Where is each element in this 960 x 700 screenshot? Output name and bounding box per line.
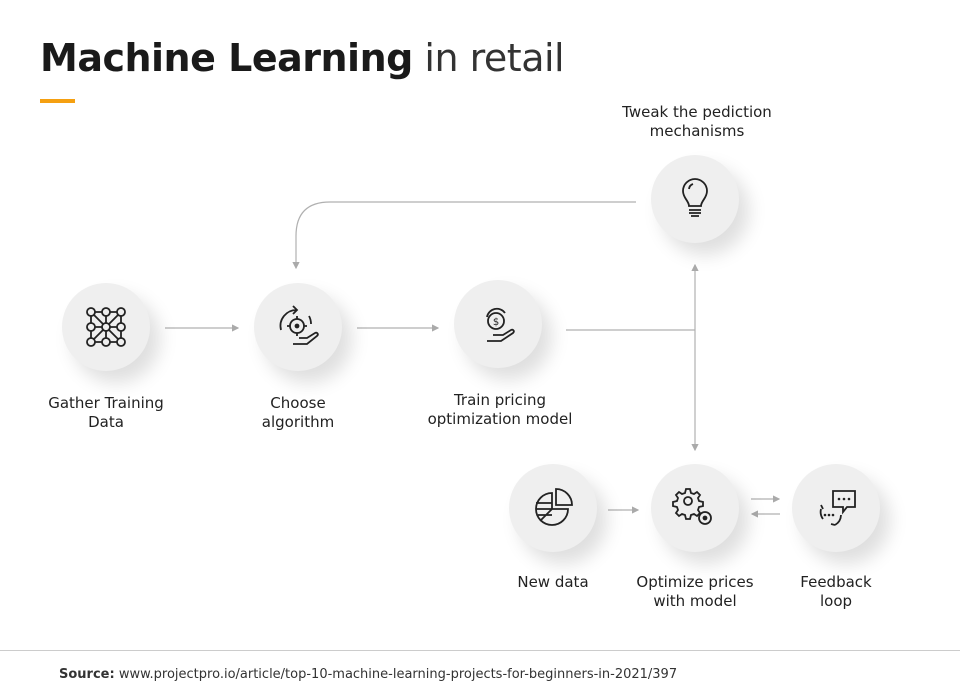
network-grid-icon [86, 307, 126, 347]
lightbulb-icon [682, 178, 708, 217]
page-title: Machine Learning in retail [40, 36, 565, 80]
source-footer: Source: www.projectpro.io/article/top-10… [59, 667, 678, 682]
source-url: www.projectpro.io/article/top-10-machine… [118, 667, 678, 682]
node-tweak [651, 155, 739, 243]
label-new-data: New data [517, 573, 589, 591]
pie-chart-icon [535, 488, 573, 526]
title-accent-bar [40, 99, 75, 103]
arrow-tweak-choose [292, 201, 636, 270]
gears-icon [672, 488, 712, 525]
node-train-pricing: $ [454, 280, 542, 368]
node-gather-training-data [62, 283, 150, 371]
footer-divider [0, 650, 960, 651]
chat-cycle-icon [819, 490, 856, 526]
node-optimize-prices [651, 464, 739, 552]
node-choose-algorithm [254, 283, 342, 371]
node-new-data [509, 464, 597, 552]
node-feedback-loop [792, 464, 880, 552]
dollar-hand-icon: $ [486, 307, 515, 342]
svg-text:$: $ [493, 317, 499, 328]
gear-hand-icon [279, 305, 319, 345]
